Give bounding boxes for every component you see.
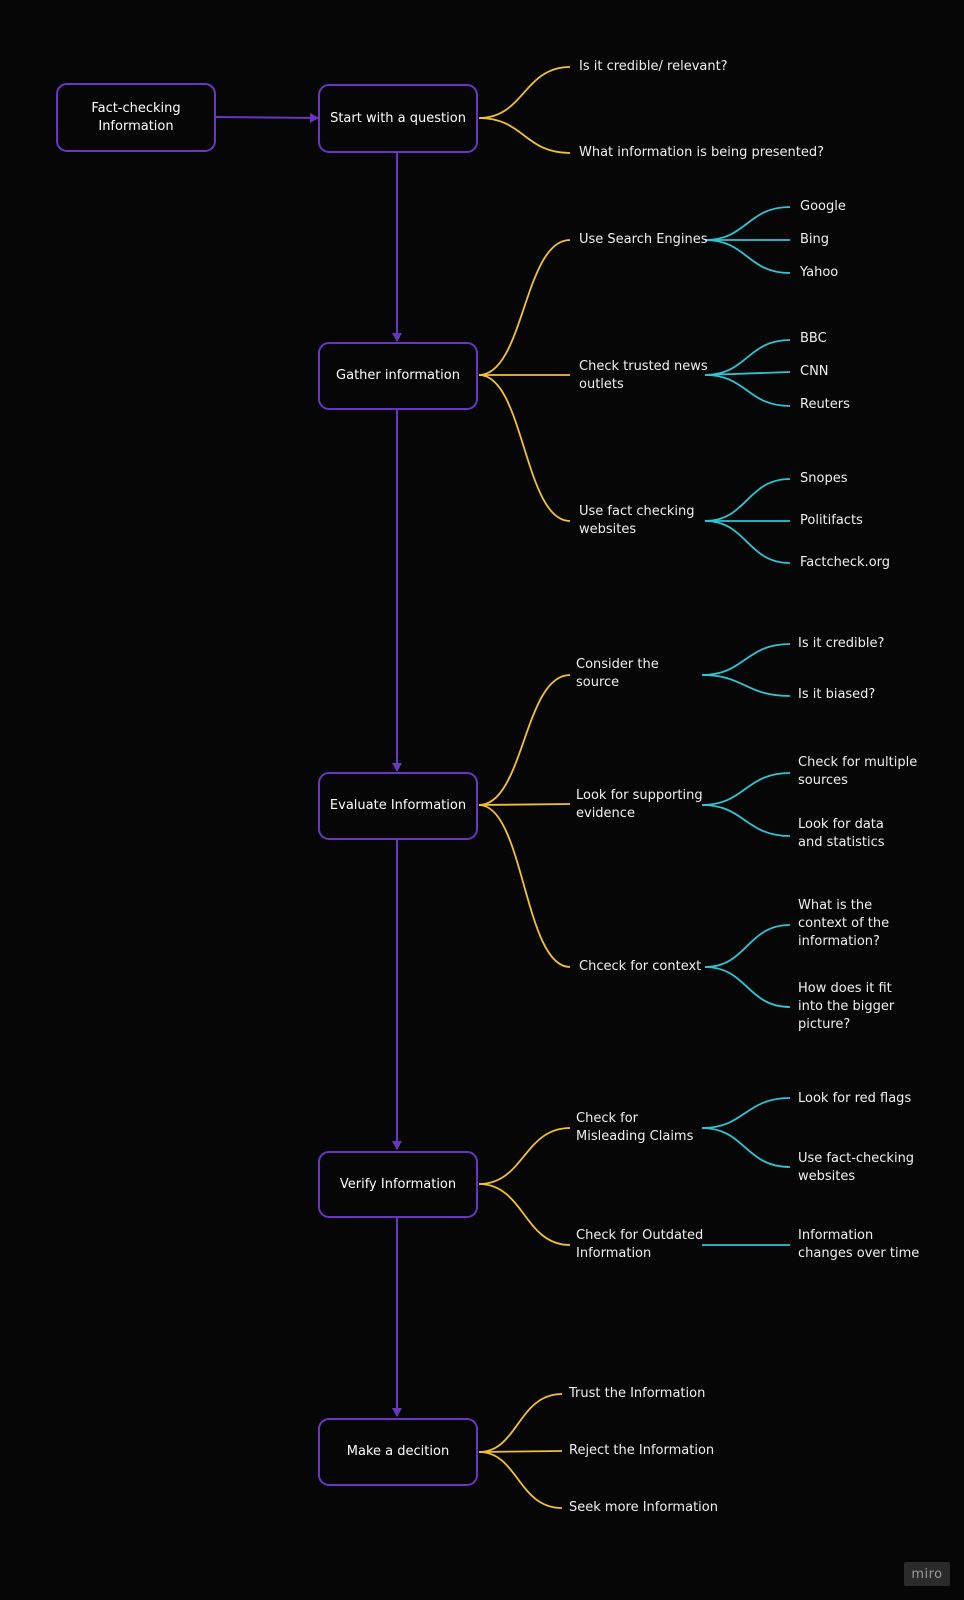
leaf-line-reuters [704,374,791,407]
leaf-line-multiple [701,772,791,806]
leaf-label-reuters[interactable]: Reuters [800,397,850,412]
branch-label-misleading-claims[interactable]: Check for Misleading Claims [576,1111,694,1144]
leaf-line-bigger [704,966,791,1008]
miro-watermark: miro [904,1562,950,1586]
leaf-label-bing[interactable]: Bing [800,232,830,247]
leaf-line-redflags [701,1097,791,1129]
leaf-label-is-biased[interactable]: Is it biased? [798,687,876,702]
branch-label-supporting-evidence[interactable]: Look for supporting evidence [576,788,703,821]
arrow-root-to-question [215,112,319,123]
leaf-label-changes-over-time[interactable]: Information changes over time [798,1228,920,1261]
step-node-gather[interactable]: Gather information [318,342,478,410]
branch-evaluate-source [478,674,571,806]
leaf-line-credible [701,643,791,676]
branch-label-credible-relevant[interactable]: Is it credible/ relevant? [579,59,728,74]
leaf-label-data-statistics[interactable]: Look for data and statistics [798,817,885,850]
leaf-label-bbc[interactable]: BBC [800,331,827,346]
step-node-verify[interactable]: Verify Information [318,1151,478,1218]
branch-connectors-level-2 [701,206,791,1246]
main-flow-arrows [215,112,402,1417]
leaf-label-factcheck-org[interactable]: Factcheck.org [800,555,891,570]
branch-label-outdated-info[interactable]: Check for Outdated Information [576,1228,704,1261]
branch-verify-misleading [478,1127,571,1185]
leaf-label-snopes[interactable]: Snopes [800,471,848,486]
branch-label-seek-more[interactable]: Seek more Information [569,1500,718,1515]
branch-decide-reject [478,1450,563,1453]
leaf-line-cnn [704,371,791,376]
leaf-label-google[interactable]: Google [800,199,846,214]
leaf-label-politifacts[interactable]: Politifacts [800,513,863,528]
root-node[interactable]: Fact-checking Information [56,83,216,152]
leaf-line-yahoo [704,239,791,274]
leaf-line-bbc [704,339,791,376]
branch-connectors-level-1 [478,66,571,1509]
branch-gather-search [478,239,571,376]
branch-evaluate-context [478,804,571,968]
step-node-evaluate[interactable]: Evaluate Information [318,772,478,840]
leaf-label-is-credible[interactable]: Is it credible? [798,636,885,651]
branch-question-presented [478,117,571,154]
branch-gather-factcheck [478,374,571,522]
branch-verify-outdated [478,1183,571,1246]
step-node-decide[interactable]: Make a decition [318,1418,478,1486]
leaf-line-snopes [704,478,791,522]
leaf-label-context-of-info[interactable]: What is the context of the information? [798,898,890,949]
branch-label-trust[interactable]: Trust the Information [569,1386,706,1401]
branch-label-check-context[interactable]: Chceck for context [579,959,702,974]
branch-label-search-engines[interactable]: Use Search Engines [579,232,708,247]
branch-decide-seek [478,1451,563,1509]
branch-label-info-presented[interactable]: What information is being presented? [579,145,825,160]
branch-label-consider-source[interactable]: Consider the source [576,657,659,690]
branch-evaluate-evidence [478,803,571,806]
leaf-label-red-flags[interactable]: Look for red flags [798,1091,912,1106]
branch-decide-trust [478,1393,563,1453]
leaf-label-multiple-sources[interactable]: Check for multiple sources [798,755,918,788]
leaf-line-google [704,206,791,241]
leaf-line-data [701,804,791,837]
leaf-label-factchecking-websites[interactable]: Use fact-checking websites [798,1151,915,1184]
leaf-label-cnn[interactable]: CNN [800,364,829,379]
leaf-label-yahoo[interactable]: Yahoo [800,265,839,280]
branch-label-reject[interactable]: Reject the Information [569,1443,715,1458]
leaf-line-factchecking [701,1127,791,1168]
leaf-label-bigger-picture[interactable]: How does it fit into the bigger picture? [798,981,895,1032]
leaf-line-context [704,924,791,968]
branch-label-trusted-news[interactable]: Check trusted news outlets [579,359,708,392]
step-node-question[interactable]: Start with a question [318,84,478,153]
leaf-line-biased [701,674,791,697]
leaf-line-factcheck [704,520,791,564]
branch-label-factcheck-sites[interactable]: Use fact checking websites [579,504,695,537]
branch-question-credible [478,66,571,119]
